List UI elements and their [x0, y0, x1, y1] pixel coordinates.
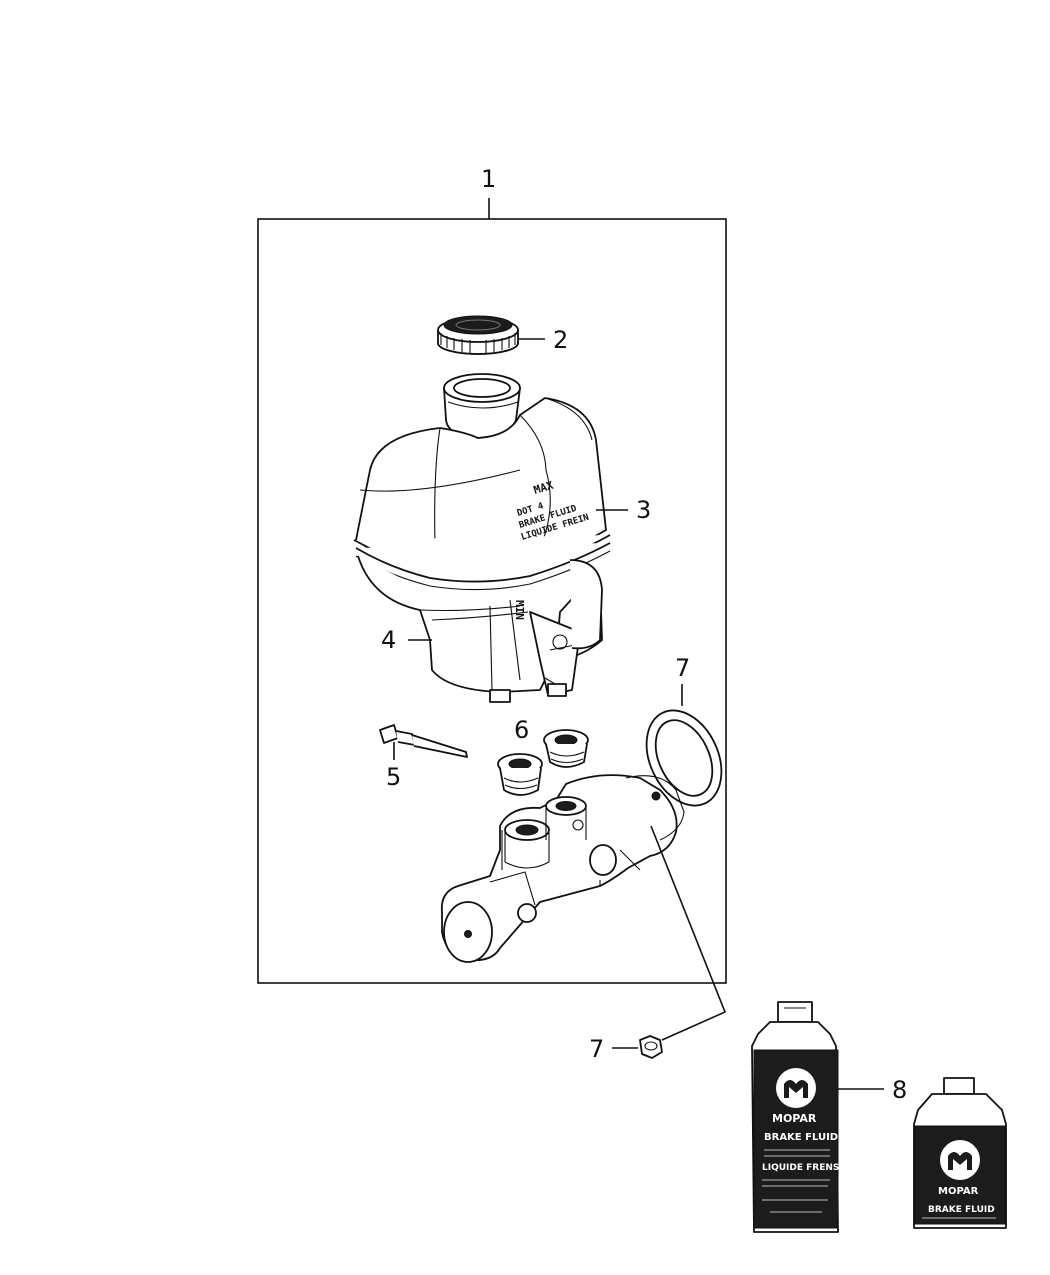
callout-7a[interactable]: 7	[675, 654, 690, 682]
callout-6[interactable]: 6	[514, 716, 529, 744]
callout-2[interactable]: 2	[553, 326, 568, 354]
callout-7b[interactable]: 7	[589, 1035, 604, 1063]
master-cylinder[interactable]	[440, 774, 685, 963]
leader-line-7b	[650, 825, 727, 1041]
grommet-right[interactable]	[543, 729, 589, 768]
callout-3[interactable]: 3	[636, 496, 651, 524]
bottle-large-brand: MOPAR	[772, 1112, 817, 1125]
bottle-large-line2: LIQUIDE FRENS	[762, 1163, 839, 1173]
mounting-nut[interactable]	[639, 1035, 663, 1059]
assembly-frame	[257, 218, 727, 984]
grommet-left[interactable]	[497, 753, 543, 796]
bottle-small-brand: MOPAR	[938, 1186, 979, 1197]
brake-fluid-bottle-small[interactable]: MOPAR BRAKE FLUID	[913, 1077, 1007, 1229]
reservoir-cap[interactable]	[437, 315, 519, 355]
retaining-pin[interactable]	[379, 724, 468, 758]
brake-fluid-bottle-large[interactable]: MOPAR BRAKE FLUID LIQUIDE FRENS	[751, 1001, 839, 1233]
callout-5[interactable]: 5	[386, 763, 401, 791]
min-mark: MIN	[513, 600, 526, 620]
callout-1[interactable]: 1	[481, 165, 496, 193]
max-mark: MAX	[532, 479, 555, 497]
fluid-reservoir[interactable]: MAX DOT 4 BRAKE FLUID LIQUIDE FREIN MIN	[353, 373, 611, 703]
bottle-large-line1: BRAKE FLUID	[764, 1132, 838, 1143]
callout-8[interactable]: 8	[892, 1076, 907, 1104]
seal-ring[interactable]	[632, 698, 736, 817]
bottle-small-line1: BRAKE FLUID	[928, 1205, 995, 1215]
callout-4[interactable]: 4	[381, 626, 396, 654]
